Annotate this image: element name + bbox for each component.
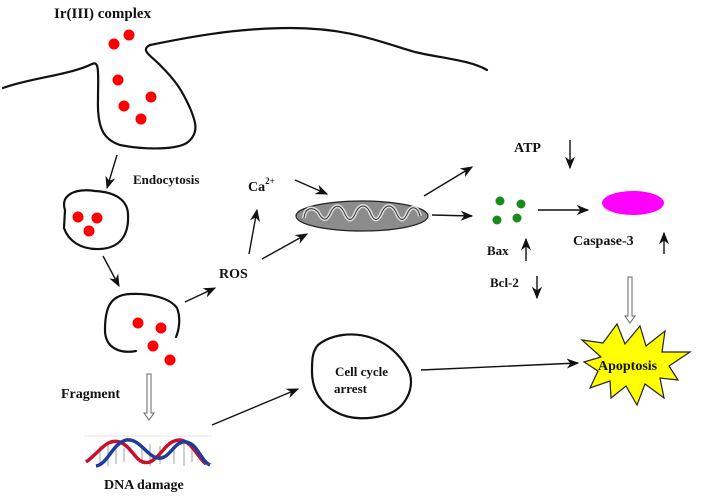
arrow-mito-to-atp [423,166,474,197]
cell-cycle-arrest-cell [310,333,412,420]
label-cell-cycle: Cell cycle [335,364,388,379]
cell-membrane [1,26,489,150]
arrow-to-lysosome [102,255,120,288]
dna-helix-icon [84,435,212,468]
caspase-3-enzyme [602,191,664,215]
hollow-arrow-to-dna [143,373,155,421]
ir-complex-dot [145,91,157,103]
arrow-mito-to-bax [431,210,474,221]
label-endocytosis: Endocytosis [133,172,199,187]
label-arrest: arrest [334,381,368,396]
ir-complex-dot [108,38,120,50]
arrow-to-ros [184,287,217,303]
arrow-cell-cycle-to-apoptosis [420,358,580,371]
arrow-ros-to-mito [261,233,309,260]
arrow-ros-to-ca [248,208,260,255]
vesicle-complex-dots [72,211,103,237]
ir-complex-dot [147,340,159,352]
arrow-dna-to-cell-cycle [211,388,300,426]
title-ir-complex: Ir(III) complex [54,6,152,22]
ir-complex-dot [155,322,167,334]
label-atp: ATP [514,141,541,156]
label-ros: ROS [219,267,248,282]
ir-complex-dot [135,113,147,125]
label-calcium: Ca2+ [248,176,275,195]
ir-complex-dot [118,100,130,112]
ir-complex-dot [91,212,103,224]
mitochondrion [295,200,429,232]
endosome-vesicle [62,189,130,251]
ir-complex-dot [123,29,135,41]
label-caspase-3: Caspase-3 [573,234,634,249]
apoptosis-burst [580,322,692,407]
ir-complex-dot [132,317,144,329]
released-complex-dots [132,317,176,366]
bax-dots [492,196,526,225]
ir-complex-dot [164,354,176,366]
label-apoptosis: Apoptosis [598,359,658,374]
ir-complex-dots [108,29,157,125]
arrow-ca-to-mito [294,179,329,195]
ruptured-lysosome [103,292,181,353]
ir-complex-dot [83,225,95,237]
hollow-arrow-to-apoptosis [624,276,636,324]
label-bax: Bax [487,243,509,258]
label-dna-damage: DNA damage [104,478,184,493]
ir-complex-dot [72,211,84,223]
ir-complex-dot [112,74,124,86]
arrow-endocytosis [105,154,118,190]
label-fragment: Fragment [61,387,120,402]
label-bcl2: Bcl-2 [490,275,519,290]
